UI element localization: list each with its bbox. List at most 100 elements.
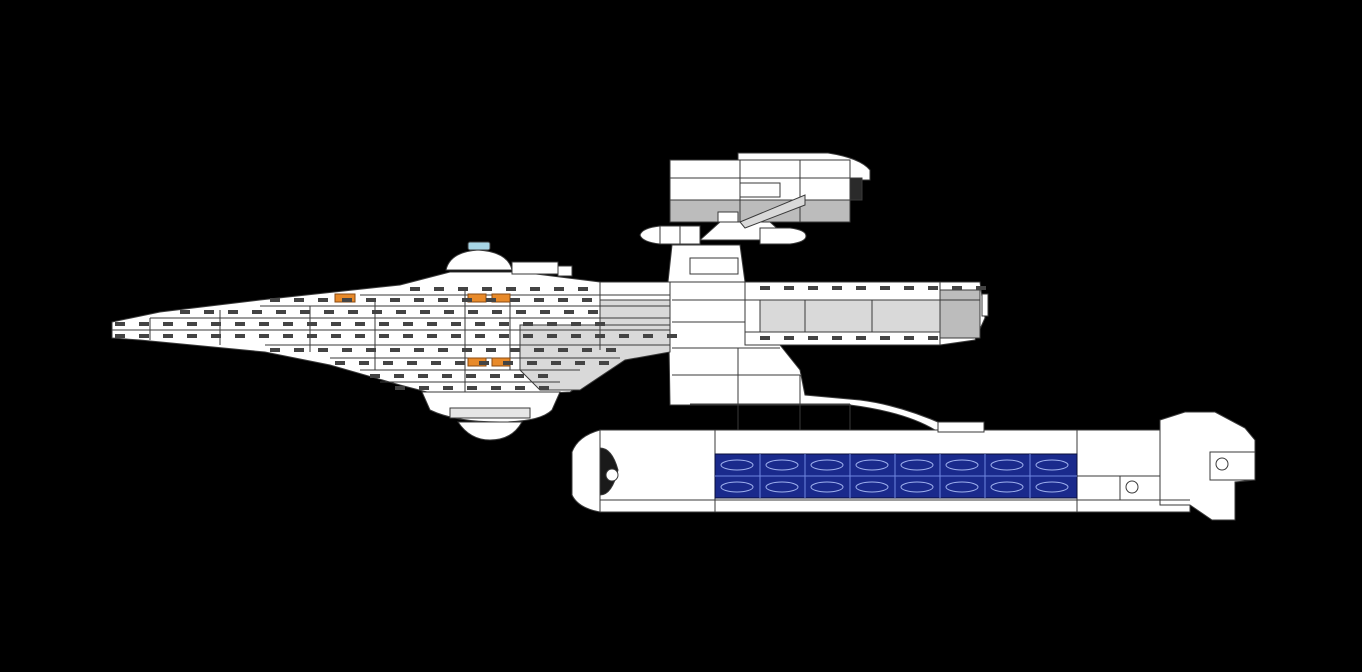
- window: [606, 348, 616, 352]
- grille-stud: [810, 459, 844, 471]
- window: [547, 334, 557, 338]
- window: [515, 386, 525, 390]
- window: [211, 334, 221, 338]
- window: [383, 361, 393, 365]
- window: [414, 298, 424, 302]
- window: [211, 322, 221, 326]
- window: [475, 334, 485, 338]
- window: [468, 310, 478, 314]
- window: [366, 348, 376, 352]
- window: [187, 322, 197, 326]
- window: [235, 334, 245, 338]
- window: [324, 310, 334, 314]
- window: [482, 287, 492, 291]
- window: [928, 286, 938, 290]
- window: [976, 286, 986, 290]
- window: [300, 310, 310, 314]
- window: [760, 286, 770, 290]
- window: [355, 322, 365, 326]
- grille-stud: [945, 459, 979, 471]
- window: [467, 386, 477, 390]
- window: [115, 322, 125, 326]
- window: [438, 298, 448, 302]
- window: [928, 336, 938, 340]
- window: [784, 286, 794, 290]
- hull-windows: [115, 286, 986, 390]
- grille-stud: [765, 459, 799, 471]
- grille-stud: [990, 459, 1024, 471]
- upper-module: [639, 152, 871, 245]
- window: [499, 322, 509, 326]
- window: [491, 386, 501, 390]
- grille-stud: [900, 459, 934, 471]
- window: [582, 298, 592, 302]
- window: [547, 322, 557, 326]
- window: [379, 322, 389, 326]
- window: [462, 348, 472, 352]
- window: [414, 348, 424, 352]
- window: [427, 334, 437, 338]
- window: [419, 386, 429, 390]
- window: [370, 374, 380, 378]
- window: [510, 348, 520, 352]
- window: [462, 298, 472, 302]
- window: [599, 361, 609, 365]
- window: [444, 310, 454, 314]
- window: [558, 348, 568, 352]
- grille-stud: [1035, 481, 1069, 493]
- window: [554, 287, 564, 291]
- window: [516, 310, 526, 314]
- grille-stud: [765, 481, 799, 493]
- grille-stud: [720, 459, 754, 471]
- window: [235, 322, 245, 326]
- window: [595, 334, 605, 338]
- window: [571, 334, 581, 338]
- window: [270, 348, 280, 352]
- window: [808, 336, 818, 340]
- window: [187, 334, 197, 338]
- grille-stud: [1035, 459, 1069, 471]
- window: [451, 334, 461, 338]
- window: [492, 310, 502, 314]
- window: [832, 336, 842, 340]
- window: [294, 348, 304, 352]
- window: [564, 310, 574, 314]
- window: [204, 310, 214, 314]
- window: [283, 322, 293, 326]
- window: [395, 386, 405, 390]
- window: [952, 286, 962, 290]
- window: [420, 310, 430, 314]
- window: [551, 361, 561, 365]
- window: [643, 334, 653, 338]
- grille-stud: [990, 481, 1024, 493]
- window: [335, 361, 345, 365]
- window: [880, 336, 890, 340]
- window: [534, 348, 544, 352]
- starship-side-view-icon: [111, 152, 1256, 521]
- window: [115, 334, 125, 338]
- primary-hull: [111, 271, 671, 399]
- window: [283, 334, 293, 338]
- window: [252, 310, 262, 314]
- window: [880, 286, 890, 290]
- window: [342, 348, 352, 352]
- grille-stud: [855, 481, 889, 493]
- window: [575, 361, 585, 365]
- bridge-dome: [445, 241, 573, 277]
- window: [307, 334, 317, 338]
- window: [438, 348, 448, 352]
- window: [458, 287, 468, 291]
- window: [619, 334, 629, 338]
- window: [394, 374, 404, 378]
- window: [490, 374, 500, 378]
- window: [331, 322, 341, 326]
- window: [403, 334, 413, 338]
- window: [538, 374, 548, 378]
- window: [355, 334, 365, 338]
- window: [431, 361, 441, 365]
- window: [503, 361, 513, 365]
- aft-wing: [744, 281, 989, 346]
- window: [259, 322, 269, 326]
- window: [443, 386, 453, 390]
